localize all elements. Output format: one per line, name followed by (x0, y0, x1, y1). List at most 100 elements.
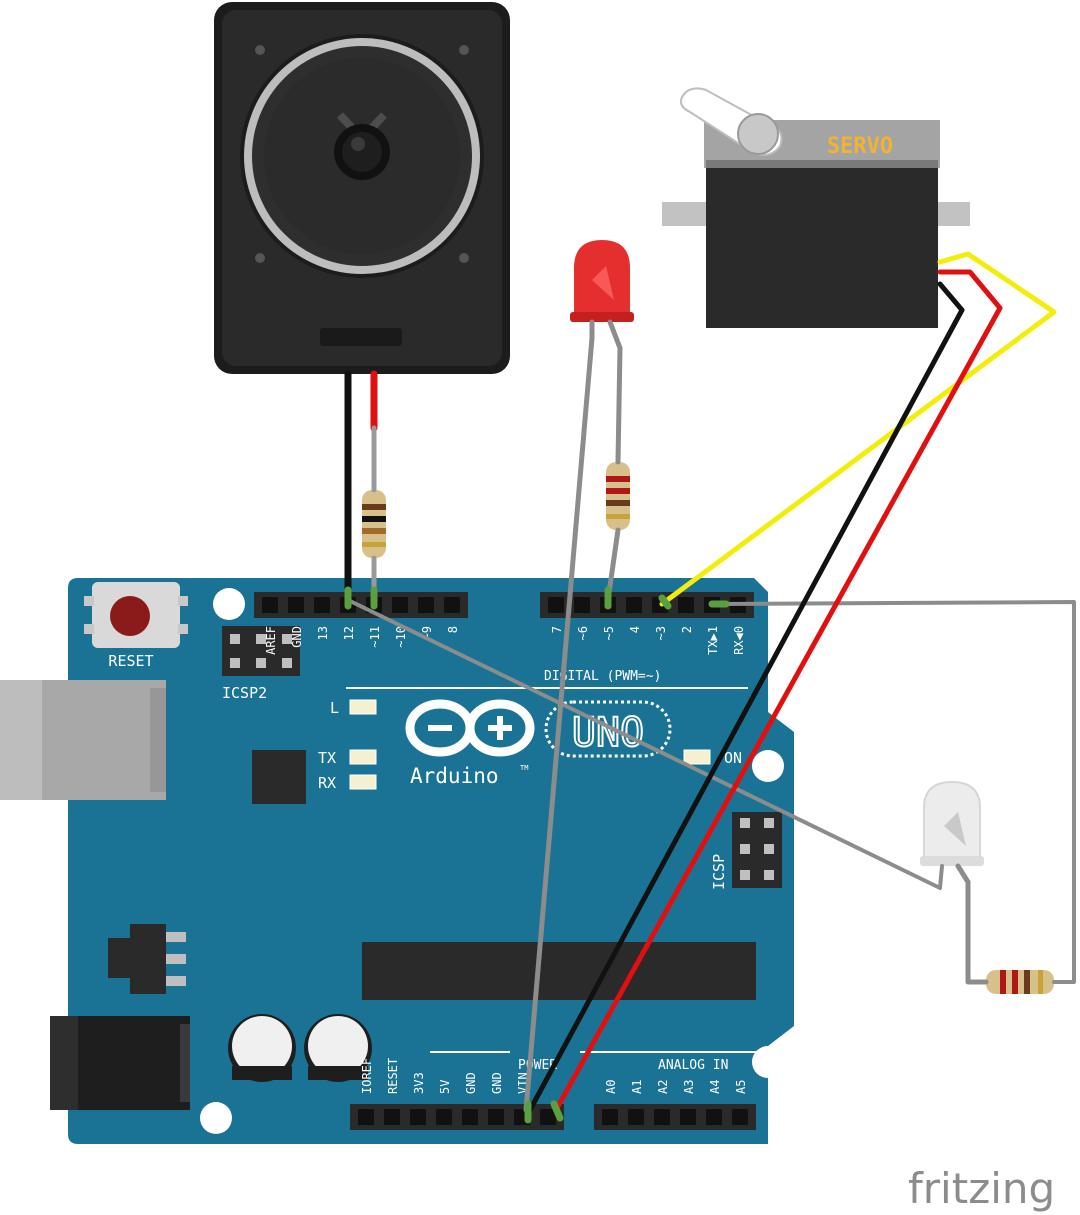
tx-led-label: TX (318, 749, 336, 767)
header-pin (574, 597, 590, 613)
l-led-label: L (330, 699, 339, 717)
header-pin (410, 1109, 426, 1125)
pin-label: A5 (734, 1080, 748, 1094)
usb-chip (252, 750, 306, 804)
uno-label: UNO (572, 710, 644, 756)
atmega-chip (362, 942, 756, 1000)
icsp2-header (222, 626, 300, 676)
pin-label: 8 (446, 626, 460, 633)
pin-label: ~11 (368, 626, 382, 648)
voltage-regulator (108, 924, 186, 994)
header-pin (732, 1109, 748, 1125)
usb-connector (0, 680, 166, 800)
header-pin (444, 597, 460, 613)
speaker (214, 2, 510, 374)
pin-label: RX◀0 (732, 626, 746, 655)
fritzing-watermark: fritzing (908, 1164, 1055, 1213)
pin-label: A3 (682, 1080, 696, 1094)
pin-label: TX▶1 (706, 626, 720, 655)
analog-label: ANALOG IN (658, 1058, 728, 1073)
pin-label: AREF (264, 626, 278, 655)
red-led (570, 240, 634, 322)
header-pin (678, 597, 694, 613)
header-pin (706, 1109, 722, 1125)
pin-label: A2 (656, 1080, 670, 1094)
mounting-hole (752, 750, 784, 782)
pin-label: 4 (628, 626, 642, 633)
l-led (349, 699, 377, 715)
icsp-header (732, 812, 782, 888)
header-pin (628, 1109, 644, 1125)
wire-connection-ends (344, 586, 730, 1124)
pin-label: A0 (604, 1080, 618, 1094)
header-pin (626, 597, 642, 613)
pin-label: 13 (316, 626, 330, 640)
pin-label: IOREF (360, 1058, 374, 1094)
mounting-hole (200, 1102, 232, 1134)
pin-label: GND (490, 1072, 504, 1094)
rx-led (349, 774, 377, 790)
pin-label: ~10 (394, 626, 408, 648)
header-pin (262, 597, 278, 613)
pin-label: ~3 (654, 626, 668, 640)
wire-servo-signal (659, 251, 1057, 607)
header-pin (540, 1109, 556, 1125)
servo-label: SERVO (827, 134, 893, 159)
header-pin (392, 597, 408, 613)
header-pin (602, 1109, 618, 1125)
header-pin (462, 1109, 478, 1125)
pin-label: A1 (630, 1080, 644, 1094)
on-led-label: ON (724, 749, 742, 767)
resistor-speaker (362, 490, 386, 558)
uno-badge (544, 700, 672, 758)
pin-label: GND (290, 626, 304, 648)
header-pin (358, 1109, 374, 1125)
pin-label: 12 (342, 626, 356, 640)
mounting-hole (752, 1046, 784, 1078)
pin-label: GND (464, 1072, 478, 1094)
mounting-hole (213, 588, 245, 620)
header-pin (548, 597, 564, 613)
on-led (683, 749, 711, 765)
header-pin (436, 1109, 452, 1125)
icsp-label: ICSP (710, 854, 728, 890)
pin-label: 3V3 (412, 1072, 426, 1094)
dc-power-jack (50, 1016, 190, 1110)
header-pin (384, 1109, 400, 1125)
pin-label: 5V (438, 1080, 452, 1094)
reset-label: RESET (108, 652, 153, 670)
capacitor (304, 1014, 372, 1082)
tx-led (349, 749, 377, 765)
wire-white-led-anode (955, 863, 989, 985)
header-pin (680, 1109, 696, 1125)
arduino-uno-board: RESET ICSP 2 L TX RX ON (0, 578, 794, 1144)
pin-label: A4 (708, 1080, 722, 1094)
pin-label: ~5 (602, 626, 616, 640)
wire-red-led-anode (607, 319, 623, 465)
pin-label: 7 (550, 626, 564, 633)
wire-red-led-cathode (523, 319, 595, 1113)
servo-motor: SERVO (662, 87, 970, 328)
header-pin (314, 597, 330, 613)
wire-pin1-to-white-led (714, 600, 1076, 984)
header-pin (418, 597, 434, 613)
wire-gnd-to-white-led (346, 598, 944, 890)
header-pin (654, 1109, 670, 1125)
capacitor (228, 1014, 296, 1082)
header-pin (288, 597, 304, 613)
pin-label: 2 (680, 626, 694, 633)
resistor-red-led (606, 462, 630, 530)
digital-label: DIGITAL (PWM=~) (544, 669, 661, 684)
pin-label: ~6 (576, 626, 590, 640)
wires (344, 251, 1076, 1124)
arduino-logo (405, 699, 535, 757)
rx-led-label: RX (318, 774, 336, 792)
white-led (920, 780, 984, 866)
trademark: TM (520, 764, 528, 772)
reset-button[interactable] (84, 582, 188, 648)
resistor-white-led (986, 970, 1054, 994)
wire-servo-power (553, 269, 1003, 1113)
analog-header: A0 A1 A2 A3 A4 A5 (594, 1080, 756, 1130)
